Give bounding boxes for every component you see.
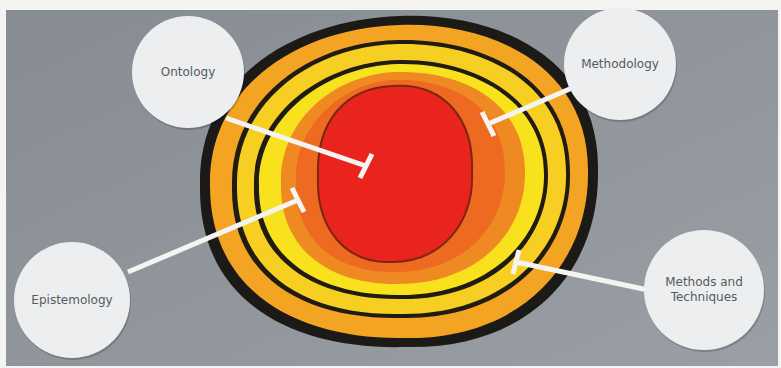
leader-line [488, 88, 572, 124]
label-circle: Epistemology [12, 240, 132, 360]
layer-name: Methodology [581, 57, 659, 72]
leader-line [128, 200, 298, 272]
leader-bar [360, 154, 372, 178]
leader-line [226, 118, 366, 166]
layer-line [232, 40, 570, 318]
circle-shape [132, 16, 244, 128]
leader-bar [513, 250, 519, 274]
layer-name: Epistemology [31, 293, 112, 308]
methods-layer [210, 25, 588, 338]
layer-name: Ontology [161, 65, 216, 80]
methodology-layer [237, 44, 566, 314]
label-circle: Methods and Techniques [642, 228, 766, 352]
ontology-core [318, 86, 472, 262]
label-circle: Methodology [562, 6, 678, 122]
epistemology-layer [281, 72, 525, 284]
circle-shape [564, 8, 676, 120]
epistemology-ring [259, 64, 544, 295]
leader-line [516, 262, 648, 290]
epistemology-inner [296, 80, 505, 272]
label-circle: Ontology [130, 14, 246, 130]
outer-outline [200, 16, 598, 347]
circle-shape [644, 230, 764, 350]
layer-line [254, 60, 548, 299]
leader-bar [292, 188, 304, 212]
circle-shape [14, 242, 130, 358]
leader-bar [482, 112, 494, 136]
layer-name: Methods and Techniques [659, 275, 749, 305]
